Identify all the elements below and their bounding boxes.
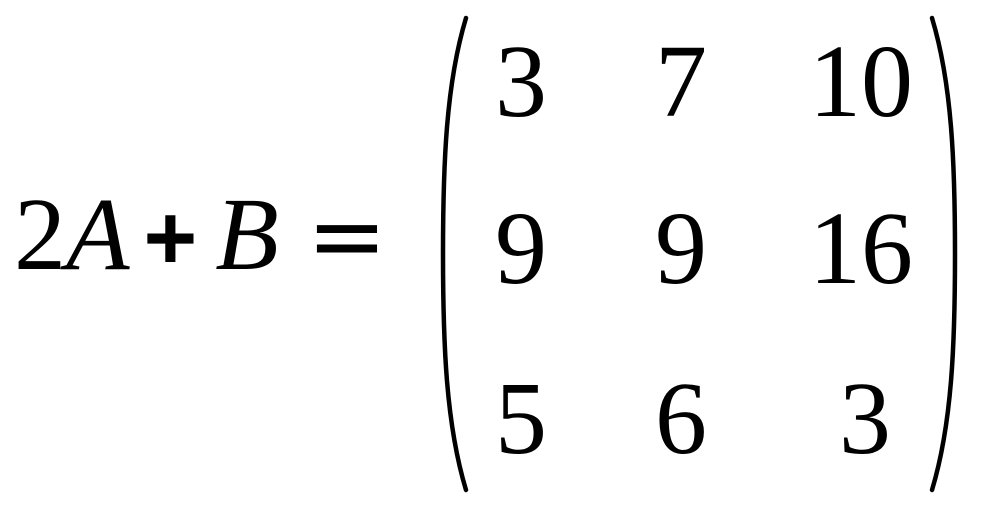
coefficient: 2 (14, 177, 66, 292)
equals-sign: = (306, 180, 388, 292)
matrix-cell-r3c1: 5 (495, 361, 547, 476)
matrix-cell-r1c2: 7 (655, 24, 707, 139)
matrix-cell-r2c2: 9 (655, 191, 707, 306)
left-parenthesis (440, 15, 469, 493)
matrix-a-symbol: A (66, 177, 130, 292)
matrix-cell-r3c2: 6 (655, 361, 707, 476)
matrix-cell-r1c1: 3 (495, 24, 547, 139)
matrix-expression: 2 A + B = (14, 183, 387, 303)
matrix-cell-r2c3: 16 (809, 191, 913, 306)
right-parenthesis (929, 15, 958, 493)
matrix-cell-r3c3: 3 (839, 361, 891, 476)
matrix-cell-r1c3: 10 (809, 24, 913, 139)
matrix-b-symbol: B (215, 177, 279, 292)
matrix-cell-r2c1: 9 (495, 191, 547, 306)
plus-sign: + (143, 187, 198, 289)
